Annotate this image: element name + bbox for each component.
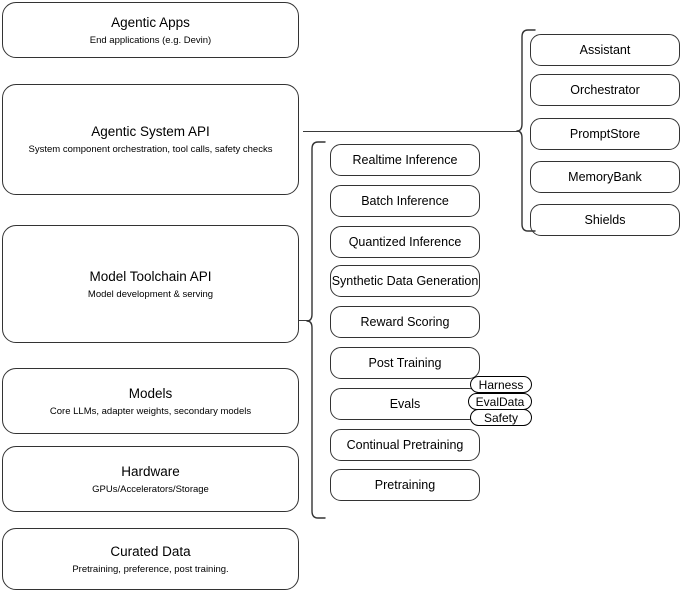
layer-agentic-system-api[interactable]: Agentic System API System component orch…	[2, 84, 299, 195]
layer-agentic-apps[interactable]: Agentic Apps End applications (e.g. Devi…	[2, 2, 299, 58]
evals-subcomponent-evaldata[interactable]: EvalData	[468, 393, 532, 410]
capability-quantized-inference[interactable]: Quantized Inference	[330, 226, 480, 258]
component-label: PromptStore	[569, 126, 641, 141]
layer-title: Hardware	[121, 463, 180, 479]
capability-pretraining[interactable]: Pretraining	[330, 469, 480, 501]
layer-title: Model Toolchain API	[89, 268, 212, 284]
capability-label: Post Training	[368, 355, 442, 370]
evals-subcomponent-harness[interactable]: Harness	[470, 376, 532, 393]
layer-subtitle: GPUs/Accelerators/Storage	[92, 483, 209, 495]
layer-subtitle: End applications (e.g. Devin)	[89, 34, 212, 46]
layer-subtitle: Pretraining, preference, post training.	[72, 563, 229, 575]
capability-label: Evals	[389, 396, 421, 411]
layer-hardware[interactable]: Hardware GPUs/Accelerators/Storage	[2, 446, 299, 512]
layer-curated-data[interactable]: Curated Data Pretraining, preference, po…	[2, 528, 299, 590]
layer-subtitle: Model development & serving	[87, 288, 214, 300]
capability-reward-scoring[interactable]: Reward Scoring	[330, 306, 480, 338]
system-component-memorybank[interactable]: MemoryBank	[530, 161, 680, 193]
layer-model-toolchain-api[interactable]: Model Toolchain API Model development & …	[2, 225, 299, 343]
layer-subtitle: Core LLMs, adapter weights, secondary mo…	[49, 405, 252, 417]
toolchain-brace	[306, 140, 326, 520]
system-component-promptstore[interactable]: PromptStore	[530, 118, 680, 150]
layer-models[interactable]: Models Core LLMs, adapter weights, secon…	[2, 368, 299, 434]
connector-model-toolchain-api	[299, 320, 309, 321]
pill-label: Safety	[483, 410, 519, 425]
component-label: Assistant	[579, 42, 631, 57]
layer-title: Agentic Apps	[111, 14, 190, 30]
pill-label: Harness	[478, 377, 524, 392]
capability-label: Continual Pretraining	[346, 437, 464, 452]
connector-agentic-system-api	[303, 131, 518, 132]
capability-synthetic-data-generation[interactable]: Synthetic Data Generation	[330, 265, 480, 297]
system-component-orchestrator[interactable]: Orchestrator	[530, 74, 680, 106]
component-label: Shields	[584, 212, 626, 227]
capability-label: Quantized Inference	[348, 234, 462, 249]
capability-label: Pretraining	[374, 477, 436, 492]
capability-evals[interactable]: Evals	[330, 388, 480, 420]
evals-subcomponent-safety[interactable]: Safety	[470, 409, 532, 426]
capability-post-training[interactable]: Post Training	[330, 347, 480, 379]
layer-title: Curated Data	[110, 543, 191, 559]
system-component-assistant[interactable]: Assistant	[530, 34, 680, 66]
capability-label: Realtime Inference	[352, 152, 458, 167]
layer-title: Models	[128, 385, 173, 401]
capability-realtime-inference[interactable]: Realtime Inference	[330, 144, 480, 176]
capability-label: Synthetic Data Generation	[331, 273, 479, 288]
layer-subtitle: System component orchestration, tool cal…	[28, 144, 273, 155]
component-label: MemoryBank	[568, 169, 642, 184]
capability-label: Batch Inference	[361, 193, 449, 208]
pill-label: EvalData	[475, 394, 525, 409]
system-components-brace	[516, 28, 536, 233]
component-label: Orchestrator	[570, 82, 640, 97]
capability-batch-inference[interactable]: Batch Inference	[330, 185, 480, 217]
capability-continual-pretraining[interactable]: Continual Pretraining	[330, 429, 480, 461]
layer-title: Agentic System API	[91, 124, 210, 139]
system-component-shields[interactable]: Shields	[530, 204, 680, 236]
capability-label: Reward Scoring	[360, 314, 450, 329]
